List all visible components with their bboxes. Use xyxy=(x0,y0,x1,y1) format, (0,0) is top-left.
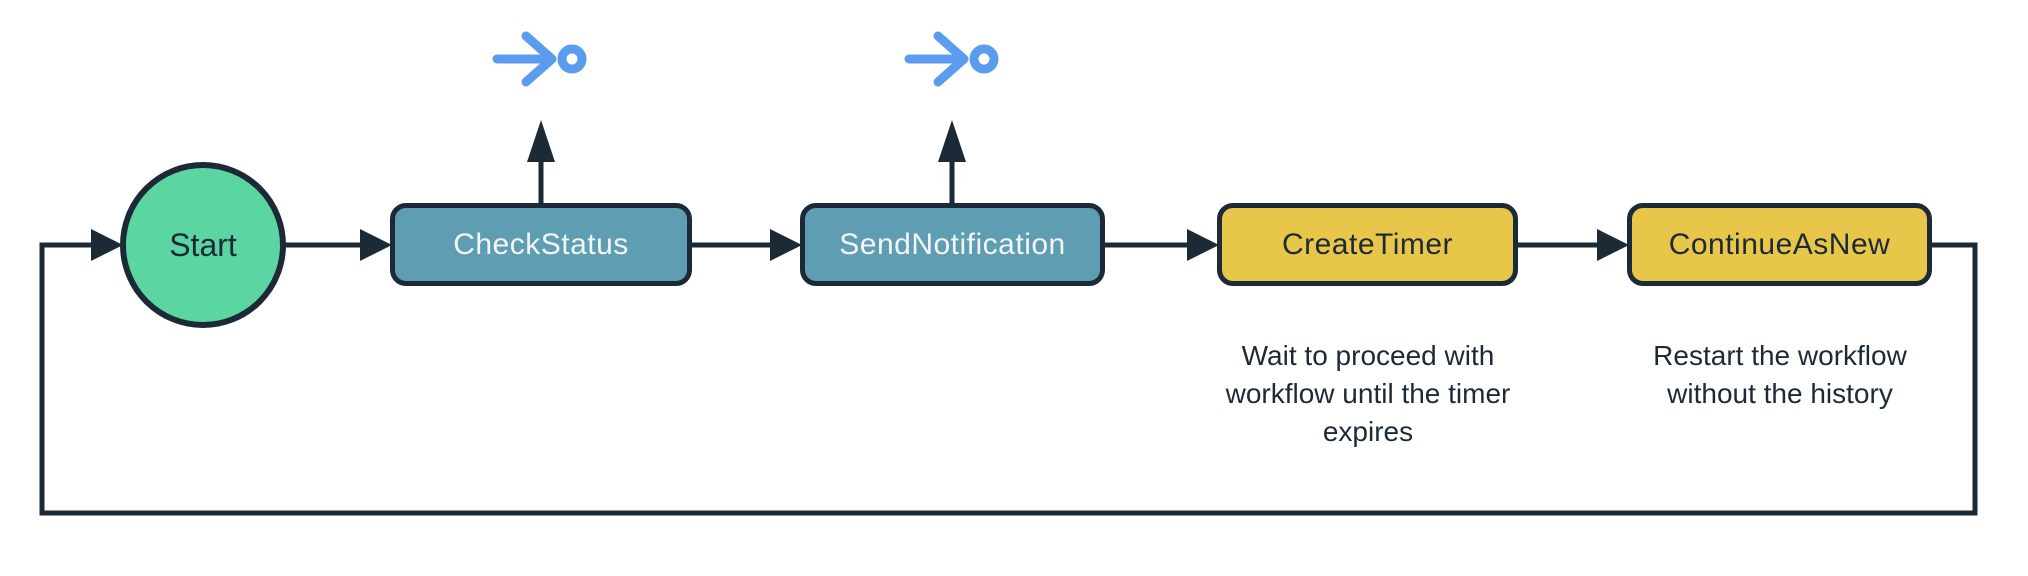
command-node-label: CreateTimer xyxy=(1281,227,1454,261)
arrowhead-into-sendnotification xyxy=(770,229,802,261)
command-node-label: ContinueAsNew xyxy=(1668,227,1891,261)
edge-loop-continueasnew-to-start xyxy=(39,242,1978,516)
arrowhead-into-checkstatus xyxy=(360,229,392,261)
caption-line: Wait to proceed with xyxy=(1241,340,1495,371)
arrowhead-into-continueasnew xyxy=(1597,229,1629,261)
activity-node-label: CheckStatus xyxy=(453,227,629,261)
command-node-createtimer: CreateTimer xyxy=(1217,203,1518,286)
caption-line: Restart the workflow xyxy=(1653,340,1907,371)
activity-node-label: SendNotification xyxy=(839,227,1066,261)
activity-node-sendnotification: SendNotification xyxy=(800,203,1105,286)
caption-line: expires xyxy=(1322,416,1414,447)
arrowhead-into-start xyxy=(91,229,123,261)
caption-line: without the history xyxy=(1667,378,1893,409)
caption-line: workflow until the timer xyxy=(1225,378,1511,409)
createtimer-caption: Wait to proceed with workflow until the … xyxy=(1158,337,1578,451)
start-node: Start xyxy=(120,162,286,328)
signal-sent-icon xyxy=(492,31,587,87)
activity-node-checkstatus: CheckStatus xyxy=(390,203,692,286)
arrowhead-up-sendnotification xyxy=(938,120,966,162)
continueasnew-caption: Restart the workflow without the history xyxy=(1570,337,1990,413)
arrowhead-up-checkstatus xyxy=(527,120,555,162)
start-node-label: Start xyxy=(169,226,237,263)
command-node-continueasnew: ContinueAsNew xyxy=(1627,203,1932,286)
arrowhead-into-createtimer xyxy=(1187,229,1219,261)
signal-sent-icon xyxy=(904,31,999,87)
